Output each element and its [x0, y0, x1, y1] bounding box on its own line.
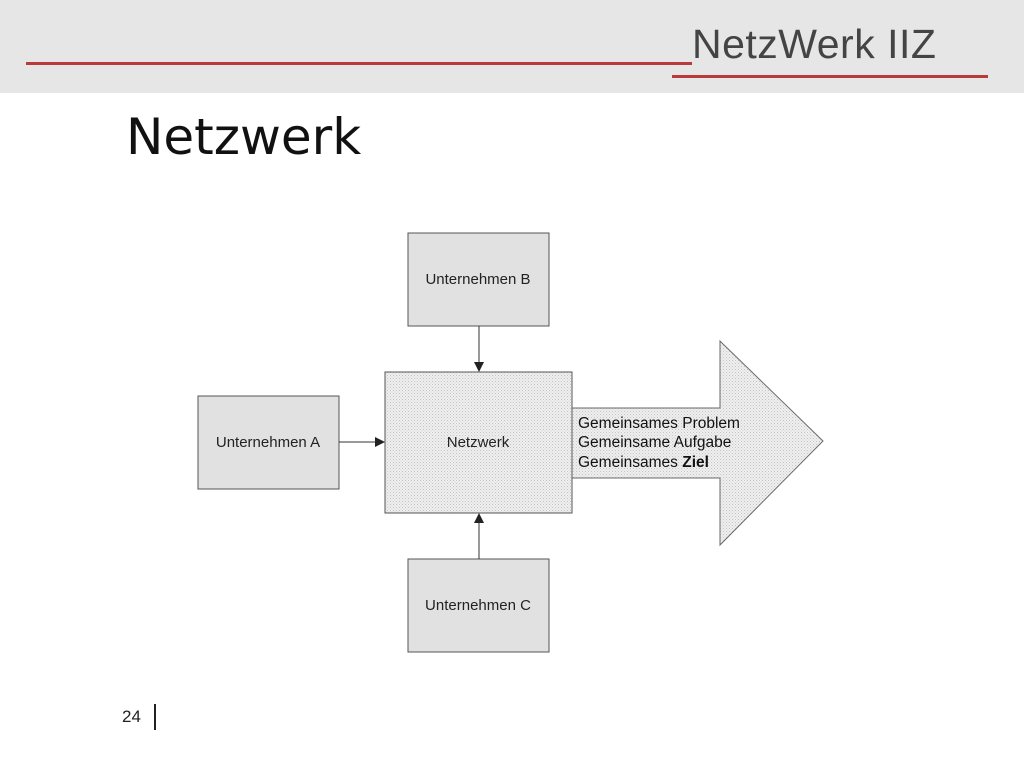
company-c-box	[407, 558, 550, 653]
network-box	[384, 371, 573, 514]
arrowhead-a	[375, 437, 385, 447]
page-number-divider	[154, 704, 156, 730]
company-a-box	[197, 395, 340, 490]
brand-line-right	[672, 75, 988, 78]
arrow-goal-bold: Ziel	[682, 454, 709, 471]
arrow-line-problem: Gemeinsames Problem	[578, 415, 740, 432]
network-label: Netzwerk	[447, 434, 510, 451]
arrowhead-c	[474, 513, 484, 523]
arrowhead-b	[474, 362, 484, 372]
company-c-label: Unternehmen C	[425, 597, 531, 614]
netzwerk-iiz-logo: NetzWerk IIZ	[692, 21, 937, 67]
arrow-line-goal: Gemeinsames Ziel	[578, 454, 709, 471]
page-title: Netzwerk	[126, 108, 362, 166]
brand-line-left	[26, 62, 692, 65]
company-a-label: Unternehmen A	[216, 434, 320, 451]
arrow-line-task: Gemeinsame Aufgabe	[578, 434, 731, 451]
arrow-goal-prefix: Gemeinsames	[578, 454, 682, 471]
goal-arrow	[570, 339, 824, 547]
company-b-label: Unternehmen B	[425, 271, 530, 288]
page-number: 24	[122, 707, 141, 726]
company-b-box	[407, 232, 550, 327]
